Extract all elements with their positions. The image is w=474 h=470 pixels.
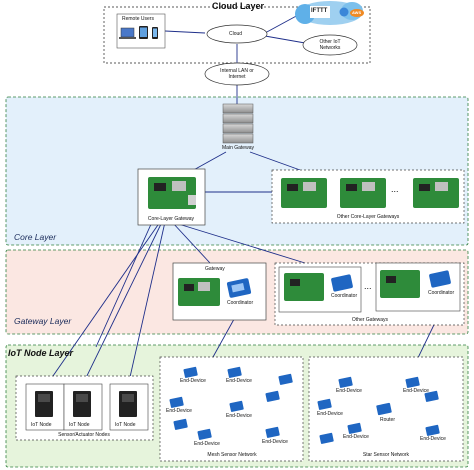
internet-cloud-icon — [204, 62, 270, 86]
coordinator-label-3: Coordinator — [428, 290, 455, 296]
raspberry-pi-icon — [413, 178, 459, 208]
cloud-layer-region — [103, 6, 371, 64]
coordinator-label-2: Coordinator — [331, 293, 358, 299]
end-device-label: End-Device — [180, 378, 206, 384]
gateway-label: Gateway — [205, 266, 225, 272]
star-network-label: Star Sensor Network — [362, 452, 410, 458]
other-iot-cloud-icon — [302, 34, 358, 56]
other-core-gateways-label: Other Core-Layer Gateways — [336, 214, 400, 220]
end-device-label: End-Device — [194, 441, 220, 447]
end-device-label: End-Device — [262, 439, 288, 445]
end-device-label: End-Device — [420, 436, 446, 442]
cloud-icon — [206, 24, 268, 44]
core-ellipsis: ... — [391, 184, 399, 194]
xbee-coordinator-icon — [226, 278, 252, 298]
ifttt-aws-cloud-logo — [295, 1, 364, 25]
aws-logo-text: AWS — [352, 10, 362, 15]
xbee-end-device-icons — [169, 366, 293, 440]
main-gateway-server-icon — [222, 103, 254, 144]
sensor-actuator-nodes-label: Sensor/Actuator Nodes — [58, 432, 110, 438]
xbee-coordinator-icon — [429, 270, 451, 288]
end-device-label: End-Device — [166, 408, 192, 414]
xbee-coordinator-icon — [331, 274, 353, 292]
cloud-layer-title: Cloud Layer — [212, 1, 265, 11]
raspberry-pi-icon — [281, 178, 327, 208]
gateway-ellipsis: ... — [364, 281, 372, 291]
coordinator-label: Coordinator — [227, 300, 254, 306]
other-gateways-label: Other Gateways — [351, 317, 389, 323]
end-device-label: End-Device — [343, 434, 369, 440]
iot-layer-title: IoT Node Layer — [8, 348, 74, 358]
network-links — [45, 13, 447, 396]
remote-users-label: Remote Users — [122, 16, 154, 22]
raspberry-pi-icon — [284, 273, 324, 301]
end-device-label: End-Device — [403, 388, 429, 394]
iot-node-device-icon — [25, 383, 65, 431]
raspberry-pi-icon — [340, 178, 386, 208]
core-gateway-label: Core-Layer Gateway — [147, 216, 195, 222]
xbee-star-device-icons — [317, 376, 440, 444]
iot-node-label: IoT Node — [115, 422, 136, 428]
internet-label: Internal LAN or Internet — [220, 68, 254, 80]
star-sensor-network-box — [308, 356, 464, 462]
mesh-network-label: Mesh Sensor Network — [207, 452, 257, 458]
other-iot-networks-label: Other IoT Networks — [319, 39, 341, 51]
iot-node-label: IoT Node — [31, 422, 52, 428]
end-device-label: End-Device — [226, 413, 252, 419]
end-device-label: End-Device — [317, 411, 343, 417]
end-device-label: End-Device — [336, 388, 362, 394]
main-gateway-label: Main Gateway — [222, 145, 254, 151]
iot-node-device-icon — [109, 383, 149, 431]
laptop-icon — [120, 27, 135, 38]
raspberry-pi-icon — [380, 270, 420, 298]
router-label: Router — [380, 417, 396, 423]
ifttt-logo-text: IFTTT — [311, 8, 328, 14]
iot-node-label: IoT Node — [69, 422, 90, 428]
gateway-layer-title: Gateway Layer — [14, 316, 72, 326]
core-layer-title: Core Layer — [14, 232, 57, 242]
end-device-label: End-Device — [226, 378, 252, 384]
iot-node-device-icon — [63, 383, 103, 431]
cloud-label: Cloud — [229, 31, 243, 37]
raspberry-pi-icon — [178, 278, 220, 306]
raspberry-pi-icon — [148, 177, 196, 209]
